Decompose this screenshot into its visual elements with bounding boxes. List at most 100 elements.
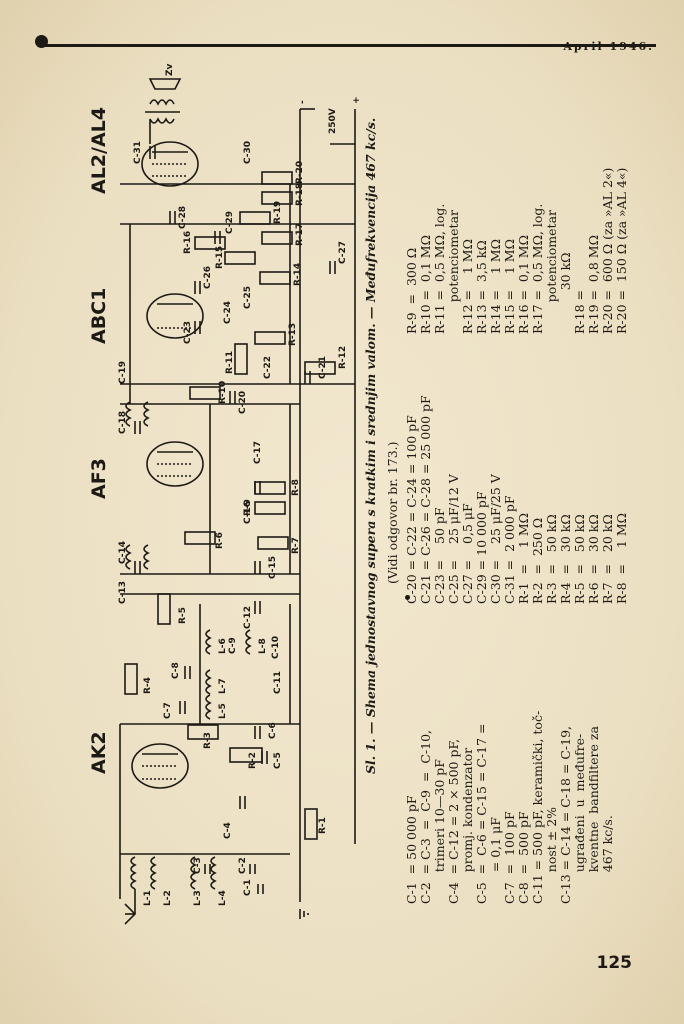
label-l6: L-6	[218, 638, 228, 654]
label-r8: R-8	[291, 479, 301, 496]
speaker-icon	[148, 78, 182, 90]
label-c20: C-20	[238, 391, 248, 414]
label-r20: R-20	[295, 161, 305, 184]
label-c9: C-9	[228, 637, 238, 654]
label-r16: R-16	[183, 231, 193, 254]
resistor-r20	[261, 171, 293, 185]
tube-label-ak2: AK2	[88, 731, 110, 774]
supply-plus: +	[352, 96, 362, 104]
label-c30: C-30	[243, 141, 253, 164]
tube-af3-envelope	[146, 441, 204, 487]
parts-list-col2: C-20 = C-22 = C-24 = 100 pF C-21 = C-26 …	[404, 395, 629, 604]
coil-l8	[245, 629, 252, 655]
resistor-r13	[254, 331, 286, 345]
resistor-r15	[224, 251, 256, 265]
label-c11: C-11	[273, 671, 283, 694]
label-r7: R-7	[291, 537, 301, 554]
supply-minus: -	[298, 100, 308, 104]
label-c7: C-7	[163, 702, 173, 719]
coil-l4	[210, 856, 217, 890]
label-r14: R-14	[293, 263, 303, 286]
tube-label-abc1: ABC1	[88, 288, 110, 344]
label-r10: R-10	[218, 381, 228, 404]
label-c24: C-24	[223, 301, 233, 324]
label-c26: C-26	[203, 266, 213, 289]
label-c12: C-12	[243, 606, 253, 629]
output-transformer-primary	[149, 117, 175, 124]
label-r9: R-9	[243, 499, 253, 516]
label-c22: C-22	[263, 356, 273, 379]
label-l3: L-3	[193, 890, 203, 906]
label-c18: C-18	[118, 411, 128, 434]
resistor-r3	[187, 724, 219, 740]
label-l1: L-1	[143, 890, 153, 906]
label-c16: C-16	[243, 501, 253, 524]
capacitors	[134, 146, 336, 894]
supply-voltage: 250V	[328, 108, 338, 134]
resistor-r5	[157, 593, 171, 625]
resistor-r7	[257, 536, 289, 550]
label-c21: C-21	[318, 356, 328, 379]
resistor-r6	[184, 531, 216, 545]
if-coil-1b	[143, 544, 150, 570]
label-c23: C-23	[183, 321, 193, 344]
label-l7: L-7	[218, 678, 228, 694]
label-r1: R-1	[318, 817, 328, 834]
tube-label-al: AL2/AL4	[88, 107, 110, 194]
parts-list-col3: R-9 = 300 Ω R-10 = 0,1 MΩ R-11 = 0,5 MΩ,…	[404, 167, 629, 334]
label-c29: C-29	[225, 211, 235, 234]
resistor-r18	[261, 191, 293, 205]
resistor-r4	[124, 663, 138, 695]
label-c1: C-1	[243, 879, 253, 896]
label-r6: R-6	[215, 532, 225, 549]
label-c19: C-19	[118, 361, 128, 384]
label-c31: C-31	[133, 141, 143, 164]
coil-l7	[205, 669, 212, 695]
label-r12: R-12	[338, 346, 348, 369]
tube-ak2-envelope	[131, 743, 189, 789]
label-r17: R-17	[295, 223, 305, 246]
label-c25: C-25	[243, 286, 253, 309]
label-l5: L-5	[218, 703, 228, 719]
label-r19: R-19	[273, 201, 283, 224]
label-r3: R-3	[203, 732, 213, 749]
resistor-r12	[304, 361, 336, 375]
label-r15: R-15	[215, 246, 225, 269]
label-l4: L-4	[218, 890, 228, 906]
label-c8: C-8	[171, 662, 181, 679]
label-r18: R-18	[295, 183, 305, 206]
coil-l3	[190, 856, 197, 890]
parts-list-col1: C-1 = 50 000 pF C-2 = C-3 = C-9 = C-10, …	[404, 710, 615, 904]
label-r5: R-5	[178, 607, 188, 624]
figure-caption: Sl. 1. — Shema jednostavnog supera s kra…	[363, 117, 378, 774]
label-c17: C-17	[253, 441, 263, 464]
ground-icon	[299, 909, 309, 919]
label-r11: R-11	[225, 351, 235, 374]
if-coil-2b	[143, 401, 150, 427]
resistor-r11	[234, 343, 248, 375]
label-c27: C-27	[338, 241, 348, 264]
resistor-r16	[194, 236, 226, 250]
resistor-r10	[189, 386, 221, 400]
output-transformer-secondary	[149, 99, 175, 106]
tube-abc1-envelope	[146, 293, 204, 339]
label-c5: C-5	[273, 752, 283, 769]
resistor-r1	[304, 808, 318, 840]
coil-l1	[130, 856, 137, 890]
component-labels: C-1 C-2 C-3 C-4 C-5 C-6 C-7 C-8 C-9 C-10…	[118, 141, 348, 906]
speaker-label: Zv	[165, 63, 175, 76]
reference-note: (Vidi odgovor br. 173.)	[385, 441, 400, 584]
if-coil-1a	[125, 544, 132, 570]
label-c13: C-13	[118, 581, 128, 604]
label-c15: C-15	[268, 556, 278, 579]
resistor-r14	[259, 271, 291, 285]
label-c14: C-14	[118, 541, 128, 564]
label-c10: C-10	[271, 636, 281, 659]
resistor-r9	[254, 501, 286, 515]
label-r2: R-2	[248, 752, 258, 769]
resistor-r8	[254, 481, 286, 495]
coil-l2	[150, 856, 157, 890]
label-c3: C-3	[193, 857, 203, 874]
